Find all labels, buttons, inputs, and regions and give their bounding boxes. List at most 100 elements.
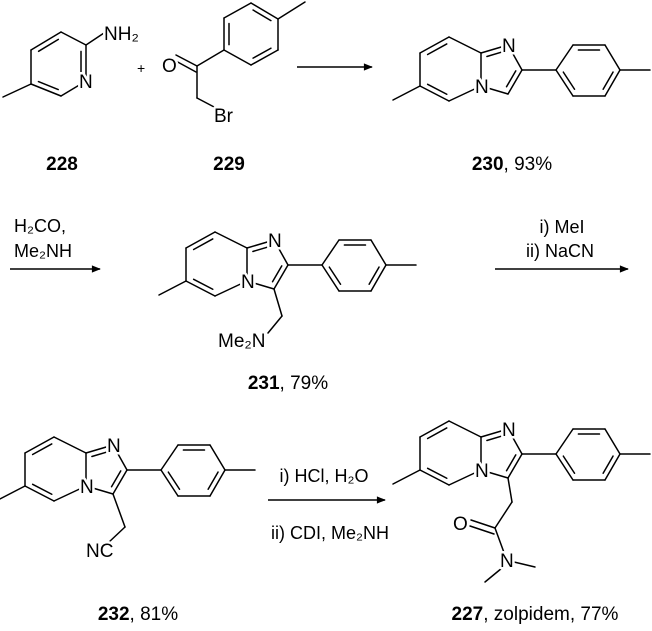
ch2n-bond-231 <box>267 315 283 334</box>
compound-231-imidazole-double-bond <box>252 245 272 253</box>
atom-bridgehead-n: N <box>241 272 255 293</box>
compound-227-pyridine-bond <box>448 469 482 486</box>
tolyl-229-bond <box>250 49 279 66</box>
atom-n: N <box>79 72 93 93</box>
compound-231-imidazole-bond <box>273 239 289 266</box>
pyridine-228-double-bond <box>37 38 60 53</box>
compound-232-tolyl-double-bond <box>167 471 181 491</box>
compound-230-imidazole-double-bond <box>505 70 517 88</box>
compound-227-pyridine-double-bond <box>426 467 448 479</box>
compound-227-tolyl-bond <box>555 453 574 481</box>
compound-227-imidazole-bond <box>480 469 509 479</box>
atom-imidazole-n: N <box>268 231 282 252</box>
compound-227-imidazole-bond <box>507 453 523 479</box>
compound-label-227: 227, zolpidem, 77% <box>452 604 619 625</box>
compound-227-tolyl-bond <box>604 453 621 481</box>
compound-232-imidazole-bond <box>112 444 128 471</box>
compound-230-pyridine-bond <box>448 85 482 102</box>
compound-232-tolyl-bond <box>160 444 179 471</box>
compound-230-tolyl-bond <box>555 44 574 71</box>
compound-230-tolyl-double-bond <box>562 71 576 91</box>
compound-231-pyridine-bond <box>185 280 216 297</box>
compound-231-methyl-bond <box>158 280 187 296</box>
compound-227-pyridine-bond <box>448 420 482 438</box>
compound-232-imidazole-bond <box>85 444 114 454</box>
compound-230-imidazole-bond <box>480 85 509 95</box>
bond-layer <box>0 1 651 583</box>
compound-231-pyridine-double-bond <box>192 238 214 251</box>
pyridine-228-bond <box>60 31 87 46</box>
n-methyl-bond-227 <box>513 561 536 568</box>
compound-231-tolyl-double-bond <box>368 266 380 285</box>
atom-imidazole-n: N <box>502 420 516 441</box>
compound-227-tolyl-double-bond <box>602 455 614 474</box>
compound-232-pyridine-double-bond <box>31 443 53 456</box>
compound-232-imidazole-bond <box>85 485 114 495</box>
nitrile-bond-232 <box>107 526 126 544</box>
atom-o: O <box>453 514 468 535</box>
pyridine-228-bond <box>30 83 62 97</box>
methyl-bond-228 <box>2 83 32 98</box>
compound-230-methyl-bond <box>392 85 421 101</box>
compound-230-tolyl-bond <box>604 44 621 71</box>
compound-230-tolyl-double-bond <box>602 71 614 90</box>
reagent-step4-line2: ii) CDI, Me₂NH <box>271 523 389 543</box>
compound-231-imidazole-bond <box>246 280 275 290</box>
compound-227-methyl-bond <box>392 469 421 485</box>
compound-227-pyridine-bond <box>419 469 450 486</box>
pyridine-228-bond <box>30 31 62 51</box>
compound-232-pyridine-bond <box>53 436 87 454</box>
compound-227-tolyl-bond <box>604 428 621 455</box>
pyridine-228-bond <box>60 80 87 97</box>
compound-231-tolyl-bond <box>321 239 340 266</box>
compound-230-pyridine-double-bond <box>426 43 448 56</box>
compound-231-tolyl-bond <box>370 239 387 266</box>
compound-230-imidazole-bond <box>507 44 523 71</box>
compound-232-tolyl-double-bond <box>207 471 219 490</box>
atom-me2n: Me₂N <box>218 331 266 352</box>
tolyl-229-double-bond <box>252 9 272 22</box>
compound-227-tolyl-double-bond <box>562 455 576 475</box>
compound-230-pyridine-double-bond <box>426 83 448 95</box>
atom-imidazole-n: N <box>107 436 121 457</box>
compound-label-231: 231, 79% <box>248 373 328 394</box>
compound-227-imidazole-bond <box>480 428 509 438</box>
compound-label-232: 232, 81% <box>98 604 178 625</box>
compound-230-tolyl-bond <box>555 69 574 97</box>
tolyl-229-bond <box>223 2 252 19</box>
compound-232-imidazole-double-bond <box>110 470 122 488</box>
compound-230-imidazole-bond <box>480 44 509 54</box>
carbonyl-bond-229 <box>175 54 198 67</box>
ch2-bond-232 <box>112 493 126 528</box>
compound-227-pyridine-double-bond <box>426 427 448 440</box>
compound-230-pyridine-bond <box>419 85 450 102</box>
carbonyl-double-bond-227 <box>469 525 495 535</box>
methyl-bond-229 <box>277 1 306 20</box>
amine-bond-228 <box>85 32 105 46</box>
compound-232-imidazole-bond <box>112 469 128 495</box>
atom-bridgehead-n: N <box>475 461 489 482</box>
reagent-step3-line2: ii) NaCN <box>526 241 594 261</box>
atom-nh2: NH₂ <box>104 24 139 45</box>
compound-231-pyridine-bond <box>214 280 248 297</box>
compound-227-imidazole-double-bond <box>505 454 517 472</box>
compound-230-imidazole-bond <box>507 69 523 95</box>
reagent-step3-line1: i) MeI <box>540 217 585 237</box>
acyl-bond-227 <box>494 501 513 529</box>
compound-231-pyridine-bond <box>214 231 248 249</box>
compound-230-tolyl-bond <box>604 69 621 97</box>
carbonyl-double-bond-229 <box>173 59 197 73</box>
compound-232-pyridine-bond <box>24 485 55 502</box>
compound-232-pyridine-bond <box>24 436 55 454</box>
pyridine-228-double-bond <box>37 80 59 91</box>
atom-n: N <box>500 551 514 572</box>
atom-imidazole-n: N <box>502 36 516 57</box>
ch2br-bond-229 <box>196 97 217 109</box>
reagent-step2-line2: Me₂NH <box>14 241 72 261</box>
compound-label-228: 228 <box>46 154 78 175</box>
compound-232-tolyl-bond <box>160 469 179 497</box>
compound-label-230: 230, 93% <box>472 154 552 175</box>
atom-br: Br <box>214 106 234 127</box>
